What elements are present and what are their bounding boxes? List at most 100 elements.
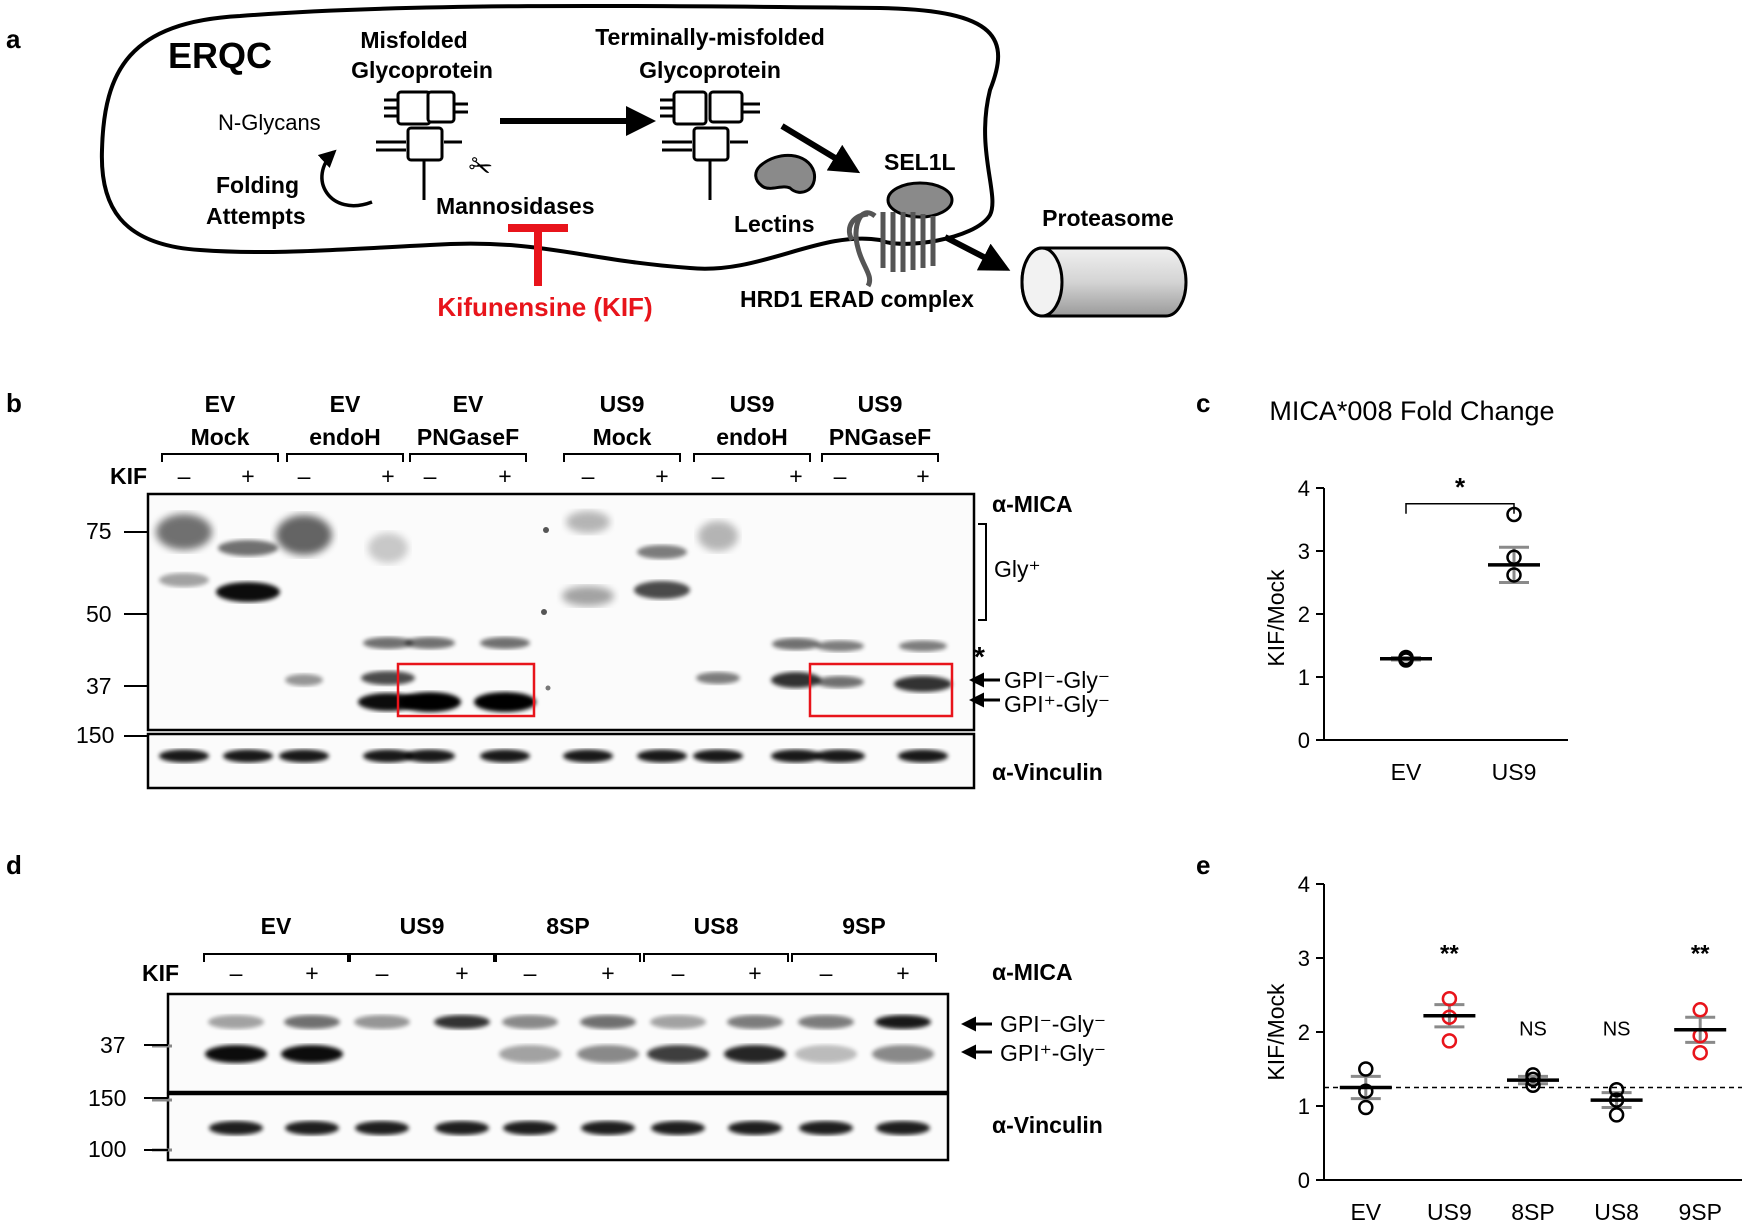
inhibitor-t-icon — [508, 224, 568, 286]
blot-b-group-label-bottom: Mock — [191, 424, 250, 450]
ladder-dot — [543, 527, 549, 533]
x-tick-label: US9 — [1492, 759, 1537, 785]
kif-minus-sign: – — [376, 960, 389, 986]
chart-e-ylabel: KIF/Mock — [1263, 983, 1289, 1081]
mw-d-100: 100 — [88, 1136, 126, 1162]
data-point — [1608, 1081, 1625, 1098]
nonspecific-star: * — [974, 641, 985, 672]
band — [637, 545, 687, 559]
blot-b-group-label-bottom: PNGaseF — [417, 424, 519, 450]
band — [798, 1015, 854, 1029]
blot-b-group-bracket — [563, 453, 681, 462]
misfolded-label-2: Glycoprotein — [351, 57, 493, 83]
hrd1-label: HRD1 ERAD complex — [740, 286, 974, 312]
panel-a: a ERQC Misfolded Glycoprotein Terminally… — [6, 3, 1188, 322]
mw-d-150: 150 — [88, 1085, 126, 1111]
ladder-dot — [545, 685, 551, 691]
ladder-dot — [541, 609, 547, 615]
band — [368, 533, 408, 563]
kif-minus-sign: – — [524, 960, 537, 986]
kif-plus-sign: + — [655, 463, 668, 489]
band — [434, 1015, 490, 1029]
blot-b-group-label-bottom: endoH — [716, 424, 788, 450]
blot-d-mica-membrane — [166, 992, 950, 1094]
blot-d-group-label: US9 — [400, 913, 445, 939]
blot-b-vinculin-bands — [159, 749, 948, 763]
band — [580, 1015, 636, 1029]
folding-label-2: Attempts — [206, 203, 306, 229]
blot-d-mica-bands — [152, 1015, 934, 1063]
terminal-label-2: Glycoprotein — [639, 57, 781, 83]
vinculin-band — [563, 749, 613, 763]
band — [208, 1015, 264, 1029]
band — [724, 1045, 786, 1063]
panel-b: b EVMockEVendoHEVPNGaseFUS9MockUS9endoHU… — [6, 388, 1110, 790]
band — [405, 637, 455, 649]
kif-plus-sign: + — [789, 463, 802, 489]
gpi-plus-label-d: GPI⁺-Gly⁻ — [1000, 1040, 1106, 1066]
vinculin-band — [405, 749, 455, 763]
kif-plus-sign: + — [241, 463, 254, 489]
gpi-plus-label: GPI⁺-Gly⁻ — [1004, 691, 1110, 717]
band — [647, 1045, 709, 1063]
kif-plus-sign: + — [916, 463, 929, 489]
blot-b-group-label-top: US9 — [730, 391, 775, 417]
band — [650, 1015, 706, 1029]
blot-d-group-bracket — [791, 953, 937, 962]
chart-c-ylabel: KIF/Mock — [1263, 569, 1289, 667]
vinculin-band — [876, 1121, 930, 1135]
panel-e-letter: e — [1196, 850, 1210, 880]
kif-minus-sign: – — [178, 463, 191, 489]
band — [216, 582, 280, 602]
er-membrane — [99, 3, 1001, 271]
blot-b-group-label-top: EV — [330, 391, 361, 417]
vinculin-band — [363, 749, 413, 763]
vinculin-band — [355, 1121, 409, 1135]
band — [276, 515, 332, 555]
kif-minus-sign: – — [582, 463, 595, 489]
gly-bracket — [978, 523, 987, 621]
blot-d-group-bracket — [203, 953, 349, 962]
significance-bracket — [1405, 503, 1515, 514]
x-tick-label: 9SP — [1678, 1199, 1721, 1223]
kif-minus-sign: – — [712, 463, 725, 489]
blot-b-group-label-top: EV — [205, 391, 236, 417]
vinculin-band — [651, 1121, 705, 1135]
blot-d-mw-markers: 37 150 100 — [88, 1032, 168, 1162]
blot-d-group-bracket — [495, 953, 641, 962]
blot-b-group-bracket — [693, 453, 811, 462]
blot-b-mica-bands — [156, 511, 952, 712]
vinculin-band — [209, 1121, 263, 1135]
data-point — [1692, 1044, 1708, 1061]
blot-b-group-bracket — [286, 453, 404, 462]
band — [474, 692, 536, 712]
band — [562, 586, 614, 606]
y-tick-label: 2 — [1298, 1020, 1310, 1045]
proteasome-icon — [1020, 246, 1188, 318]
vinculin-band — [728, 1121, 782, 1135]
band — [696, 672, 740, 684]
kif-minus-sign: – — [230, 960, 243, 986]
blot-d-group-label: US8 — [694, 913, 739, 939]
blot-b-mica-membrane — [146, 492, 976, 732]
blot-d-group-bracket — [643, 953, 789, 962]
y-tick-label: 1 — [1298, 665, 1310, 690]
folding-cycle-arrow — [317, 149, 373, 208]
band — [363, 637, 413, 649]
band — [205, 1045, 267, 1063]
highlight-box-ev-pngasef — [396, 662, 536, 718]
sel1l-icon — [886, 181, 954, 219]
blot-b-group-label-bottom: endoH — [309, 424, 381, 450]
nglycans-label: N-Glycans — [218, 110, 321, 135]
gpi-minus-label: GPI⁻-Gly⁻ — [1004, 667, 1110, 693]
sel1l-label: SEL1L — [884, 149, 956, 175]
x-tick-label: 8SP — [1511, 1199, 1554, 1223]
significance-label: NS — [1519, 1019, 1547, 1041]
panel-c-letter: c — [1196, 388, 1210, 418]
kif-minus-sign: – — [834, 463, 847, 489]
blot-b-header: EVMockEVendoHEVPNGaseFUS9MockUS9endoHUS9… — [161, 391, 939, 462]
blot-b-kif-label: KIF — [110, 463, 147, 489]
